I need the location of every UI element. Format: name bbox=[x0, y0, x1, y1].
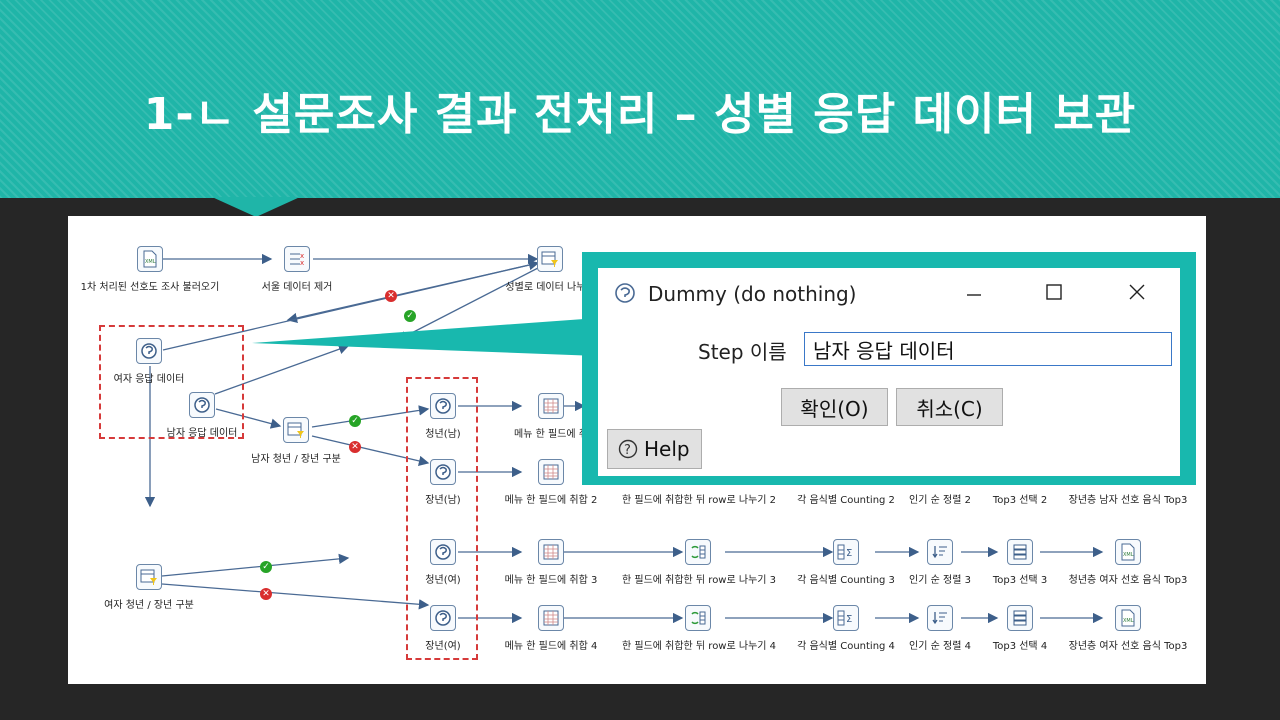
node-label: 메뉴 한 필드에 취 bbox=[514, 429, 588, 440]
title-banner bbox=[0, 0, 1280, 198]
svg-text:x: x bbox=[300, 252, 304, 260]
dummy-step-icon[interactable] bbox=[430, 605, 456, 631]
node-label: 한 필드에 취합한 뒤 row로 나누기 3 bbox=[621, 575, 777, 586]
maximize-icon[interactable] bbox=[1040, 278, 1068, 306]
node-label: 청년(여) bbox=[425, 575, 461, 586]
node-label: 남자 청년 / 장년 구분 bbox=[251, 454, 341, 465]
node-label: Top3 선택 3 bbox=[992, 575, 1048, 586]
top-rows-icon[interactable] bbox=[1007, 605, 1033, 631]
hop-agef-youth bbox=[161, 553, 350, 577]
node-label: 메뉴 한 필드에 취합 4 bbox=[504, 641, 598, 652]
table-icon[interactable] bbox=[538, 539, 564, 565]
node-label: 각 음식별 Counting 2 bbox=[797, 495, 895, 506]
table-icon[interactable] bbox=[538, 393, 564, 419]
step-name-input[interactable] bbox=[804, 332, 1172, 366]
dialog-title: Dummy (do nothing) bbox=[648, 282, 857, 306]
svg-text:?: ? bbox=[624, 443, 631, 458]
highlight-age-steps bbox=[406, 377, 478, 660]
xml-output-icon[interactable]: XML bbox=[1115, 605, 1141, 631]
node-label: 한 필드에 취합한 뒤 row로 나누기 4 bbox=[621, 641, 777, 652]
svg-text:Σ: Σ bbox=[846, 614, 852, 625]
sort-icon[interactable] bbox=[927, 539, 953, 565]
node-label: 인기 순 정렬 3 bbox=[909, 575, 971, 586]
split-rows-icon[interactable] bbox=[685, 605, 711, 631]
hop-split-male bbox=[396, 267, 539, 341]
hop-agef-senior bbox=[161, 583, 430, 610]
fail-badge-icon: ✕ bbox=[349, 441, 361, 453]
success-badge-icon: ✓ bbox=[349, 415, 361, 427]
node-label: 청년층 여자 선호 음식 Top3 bbox=[1068, 575, 1188, 586]
node-label: 메뉴 한 필드에 취합 3 bbox=[504, 575, 598, 586]
node-label: 장년층 여자 선호 음식 Top3 bbox=[1068, 641, 1188, 652]
ok-button[interactable]: 확인(O) bbox=[781, 388, 888, 426]
help-button[interactable]: ? Help bbox=[607, 429, 702, 469]
svg-text:x: x bbox=[300, 259, 304, 267]
node-label: 남자 응답 데이터 bbox=[166, 428, 238, 439]
close-icon[interactable] bbox=[1123, 278, 1151, 306]
minimize-icon[interactable] bbox=[960, 278, 988, 306]
fail-badge-icon: ✕ bbox=[260, 588, 272, 600]
node-label: 여자 응답 데이터 bbox=[113, 374, 185, 385]
group-by-icon[interactable]: Σ bbox=[833, 605, 859, 631]
node-label: 청년(남) bbox=[425, 429, 461, 440]
node-label: 1차 처리된 선호도 조사 불러오기 bbox=[80, 282, 220, 293]
group-by-icon[interactable]: Σ bbox=[833, 539, 859, 565]
svg-text:Σ: Σ bbox=[846, 548, 852, 559]
workflow-hops bbox=[144, 253, 1104, 624]
dummy-step-icon[interactable] bbox=[430, 393, 456, 419]
filter-rows-icon[interactable] bbox=[537, 246, 563, 272]
node-label: 각 음식별 Counting 3 bbox=[797, 575, 895, 586]
filter-rows-icon[interactable] bbox=[136, 564, 162, 590]
node-label: Top3 선택 2 bbox=[992, 495, 1048, 506]
dummy-step-icon[interactable] bbox=[430, 459, 456, 485]
success-badge-icon: ✓ bbox=[260, 561, 272, 573]
xml-output-icon[interactable]: XML bbox=[1115, 539, 1141, 565]
node-label: 메뉴 한 필드에 취합 2 bbox=[504, 495, 598, 506]
fail-badge-icon: ✕ bbox=[385, 290, 397, 302]
hop-male-split-line bbox=[214, 344, 350, 395]
dummy-step-icon[interactable] bbox=[189, 392, 215, 418]
slide-title: 1-ㄴ 설문조사 결과 전처리 – 성별 응답 데이터 보관 bbox=[143, 89, 1137, 140]
hop-male-age bbox=[215, 408, 282, 429]
cancel-button[interactable]: 취소(C) bbox=[896, 388, 1003, 426]
dummy-step-icon[interactable] bbox=[430, 539, 456, 565]
xml-input-icon[interactable]: XML bbox=[137, 246, 163, 272]
success-badge-icon: ✓ bbox=[404, 310, 416, 322]
node-label: 인기 순 정렬 2 bbox=[909, 495, 971, 506]
node-label: 장년(남) bbox=[425, 495, 461, 506]
filter-rows-icon[interactable] bbox=[283, 417, 309, 443]
sort-icon[interactable] bbox=[927, 605, 953, 631]
help-label: Help bbox=[644, 437, 690, 461]
svg-text:XML: XML bbox=[145, 259, 156, 265]
hop-agem-youth bbox=[311, 405, 430, 428]
table-icon[interactable] bbox=[538, 459, 564, 485]
node-label: 서울 데이터 제거 bbox=[261, 282, 333, 293]
banner-notch bbox=[212, 197, 300, 217]
node-label: 장년(여) bbox=[425, 641, 461, 652]
dummy-dialog: Dummy (do nothing) Step 이름 확인(O) 취소(C) ?… bbox=[598, 268, 1180, 476]
step-name-label: Step 이름 bbox=[698, 340, 787, 364]
dummy-step-icon[interactable] bbox=[136, 338, 162, 364]
node-label: Top3 선택 4 bbox=[992, 641, 1048, 652]
hop-agem-senior bbox=[311, 435, 430, 467]
node-label: 성별로 데이터 나누기 bbox=[505, 282, 595, 293]
node-label: 여자 청년 / 장년 구분 bbox=[104, 600, 194, 611]
svg-text:XML: XML bbox=[1123, 618, 1134, 624]
node-label: 인기 순 정렬 4 bbox=[909, 641, 971, 652]
svg-text:XML: XML bbox=[1123, 552, 1134, 558]
top-rows-icon[interactable] bbox=[1007, 539, 1033, 565]
highlight-gender-steps bbox=[99, 325, 244, 439]
help-icon: ? bbox=[618, 439, 638, 459]
dummy-step-icon bbox=[614, 282, 636, 308]
node-label: 장년층 남자 선호 음식 Top3 bbox=[1068, 495, 1188, 506]
split-rows-icon[interactable] bbox=[685, 539, 711, 565]
node-label: 각 음식별 Counting 4 bbox=[797, 641, 895, 652]
node-label: 한 필드에 취합한 뒤 row로 나누기 2 bbox=[621, 495, 777, 506]
hop-female-split bbox=[162, 259, 540, 351]
table-icon[interactable] bbox=[538, 605, 564, 631]
